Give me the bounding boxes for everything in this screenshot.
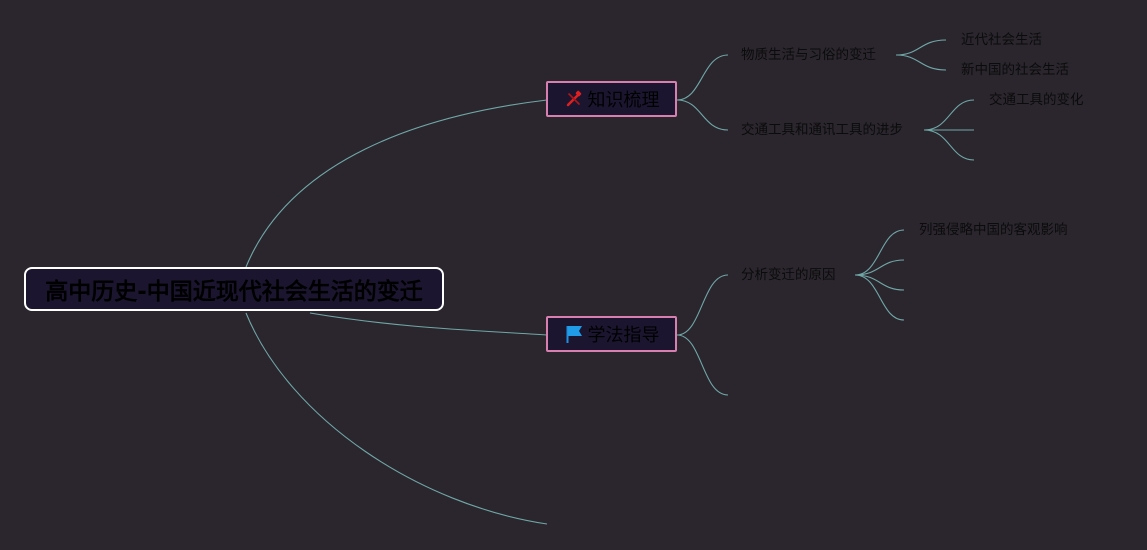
branch-knowledge[interactable]: 知识梳理 xyxy=(546,81,677,117)
link-material-newchina xyxy=(895,54,947,71)
link-root-knowledge xyxy=(245,99,548,268)
subtopic-analyze-causes[interactable]: 分析变迁的原因 xyxy=(741,267,836,283)
tools-icon xyxy=(564,89,584,109)
link-root-method xyxy=(309,312,548,336)
leaf-transport-changes[interactable]: 交通工具的变化 xyxy=(989,92,1084,108)
link-cause-empty-3 xyxy=(854,274,905,321)
leaf-modern-social-life[interactable]: 近代社会生活 xyxy=(961,32,1042,48)
branch-method-label: 学法指导 xyxy=(587,325,660,346)
link-knowledge-transport xyxy=(676,99,729,131)
branch-method[interactable]: 学法指导 xyxy=(546,316,677,352)
branch-knowledge-label: 知识梳理 xyxy=(587,90,660,111)
link-method-cause xyxy=(676,274,729,336)
link-cause-empty-1 xyxy=(854,259,905,276)
link-knowledge-material xyxy=(676,54,729,101)
flag-icon xyxy=(564,324,584,344)
link-material-modern xyxy=(895,39,947,56)
subtopic-material-life[interactable]: 物质生活与习俗的变迁 xyxy=(741,47,876,63)
subtopic-transport-communication[interactable]: 交通工具和通讯工具的进步 xyxy=(741,122,903,138)
root-topic-label: 高中历史-中国近现代社会生活的变迁 xyxy=(45,279,423,305)
leaf-foreign-aggression-impact[interactable]: 列强侵略中国的客观影响 xyxy=(919,222,1068,238)
root-topic[interactable]: 高中历史-中国近现代社会生活的变迁 xyxy=(24,267,444,311)
link-transport-vehicles xyxy=(923,99,975,131)
link-transport-empty-2 xyxy=(923,129,975,161)
link-cause-empty-2 xyxy=(854,274,905,291)
link-method-empty xyxy=(676,334,729,396)
link-cause-aggression xyxy=(854,229,905,276)
link-root-empty xyxy=(245,312,548,525)
leaf-new-china-social-life[interactable]: 新中国的社会生活 xyxy=(961,62,1069,78)
